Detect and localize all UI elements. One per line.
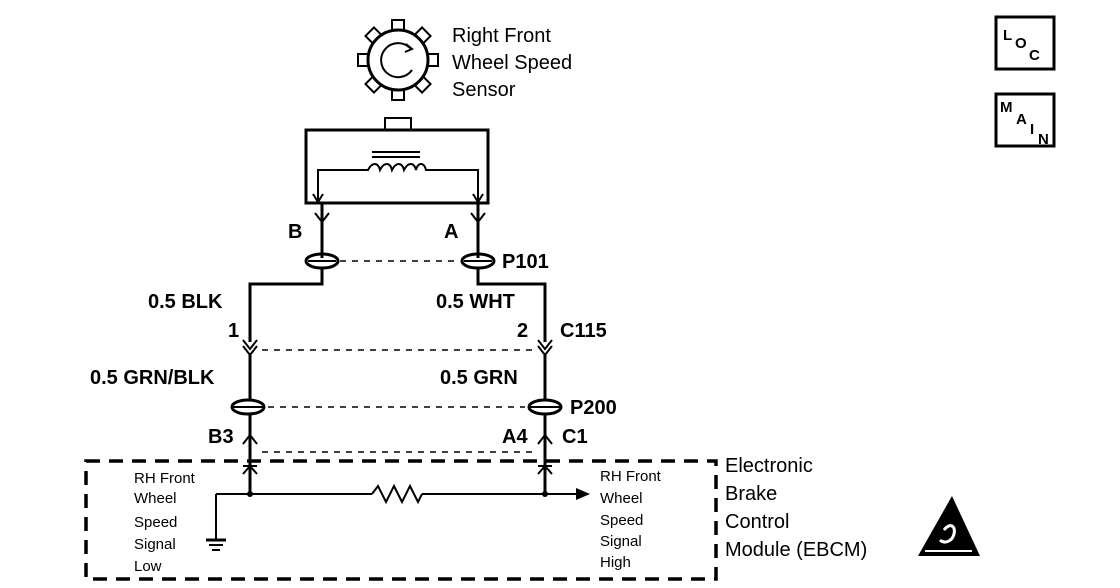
ebcm-c1-label: C1 (562, 426, 588, 448)
loc-button[interactable]: L O C (994, 15, 1056, 71)
svg-text:I: I (1030, 121, 1034, 138)
high-signal-line5: High (600, 554, 631, 571)
sensor-terminal-b (314, 203, 330, 258)
wheel-speed-sensor-icon (357, 19, 439, 101)
ground-icon (206, 538, 226, 551)
ebcm-a4-label: A4 (502, 426, 528, 448)
esd-warning-icon (918, 496, 980, 556)
p200-connector (230, 398, 563, 416)
high-signal-line1: RH Front (600, 468, 662, 485)
p101-label: P101 (502, 251, 549, 273)
ebcm-b3-label: B3 (208, 426, 234, 448)
svg-text:M: M (1000, 99, 1013, 116)
terminal-b-label: B (288, 221, 302, 243)
high-signal-line4: Signal (600, 533, 642, 550)
ebcm-module-box (84, 459, 718, 581)
sensor-label-line3: Sensor (452, 79, 516, 101)
low-signal-line5: Low (134, 558, 162, 575)
ebcm-name-line1: Electronic (725, 455, 813, 477)
ebcm-name-line2: Brake (725, 483, 777, 505)
low-signal-line1: RH Front (134, 470, 196, 487)
low-signal-line4: Signal (134, 536, 176, 553)
wire-label-wht: 0.5 WHT (436, 291, 515, 313)
c115-pin1-label: 1 (228, 320, 239, 342)
low-signal-line2: Wheel (134, 490, 177, 507)
p200-label: P200 (570, 397, 617, 419)
internal-resistor-circuit (215, 483, 590, 540)
wire-label-grn-blk: 0.5 GRN/BLK (90, 367, 215, 389)
high-signal-line2: Wheel (600, 490, 643, 507)
c115-label: C115 (560, 320, 607, 342)
low-signal-line3: Speed (134, 514, 177, 531)
sensor-housing (304, 117, 490, 205)
svg-text:O: O (1015, 35, 1027, 52)
svg-text:L: L (1003, 27, 1012, 44)
svg-text:A: A (1016, 111, 1027, 128)
sensor-label-line2: Wheel Speed (452, 52, 572, 74)
ebcm-name-line4: Module (EBCM) (725, 539, 867, 561)
wire-label-grn: 0.5 GRN (440, 367, 518, 389)
svg-text:N: N (1038, 131, 1049, 148)
high-signal-line3: Speed (600, 512, 643, 529)
terminal-a-label: A (444, 221, 458, 243)
wire-label-blk: 0.5 BLK (148, 291, 223, 313)
sensor-label-line1: Right Front (452, 25, 551, 47)
wht-wire (476, 268, 547, 342)
ebcm-name-line3: Control (725, 511, 789, 533)
c115-connector (242, 339, 553, 357)
main-button[interactable]: M A I N (994, 92, 1056, 148)
svg-text:C: C (1029, 47, 1040, 64)
sensor-terminal-a (470, 203, 486, 258)
blk-wire (248, 268, 324, 342)
p101-connector (304, 252, 496, 270)
c115-pin2-label: 2 (517, 320, 528, 342)
